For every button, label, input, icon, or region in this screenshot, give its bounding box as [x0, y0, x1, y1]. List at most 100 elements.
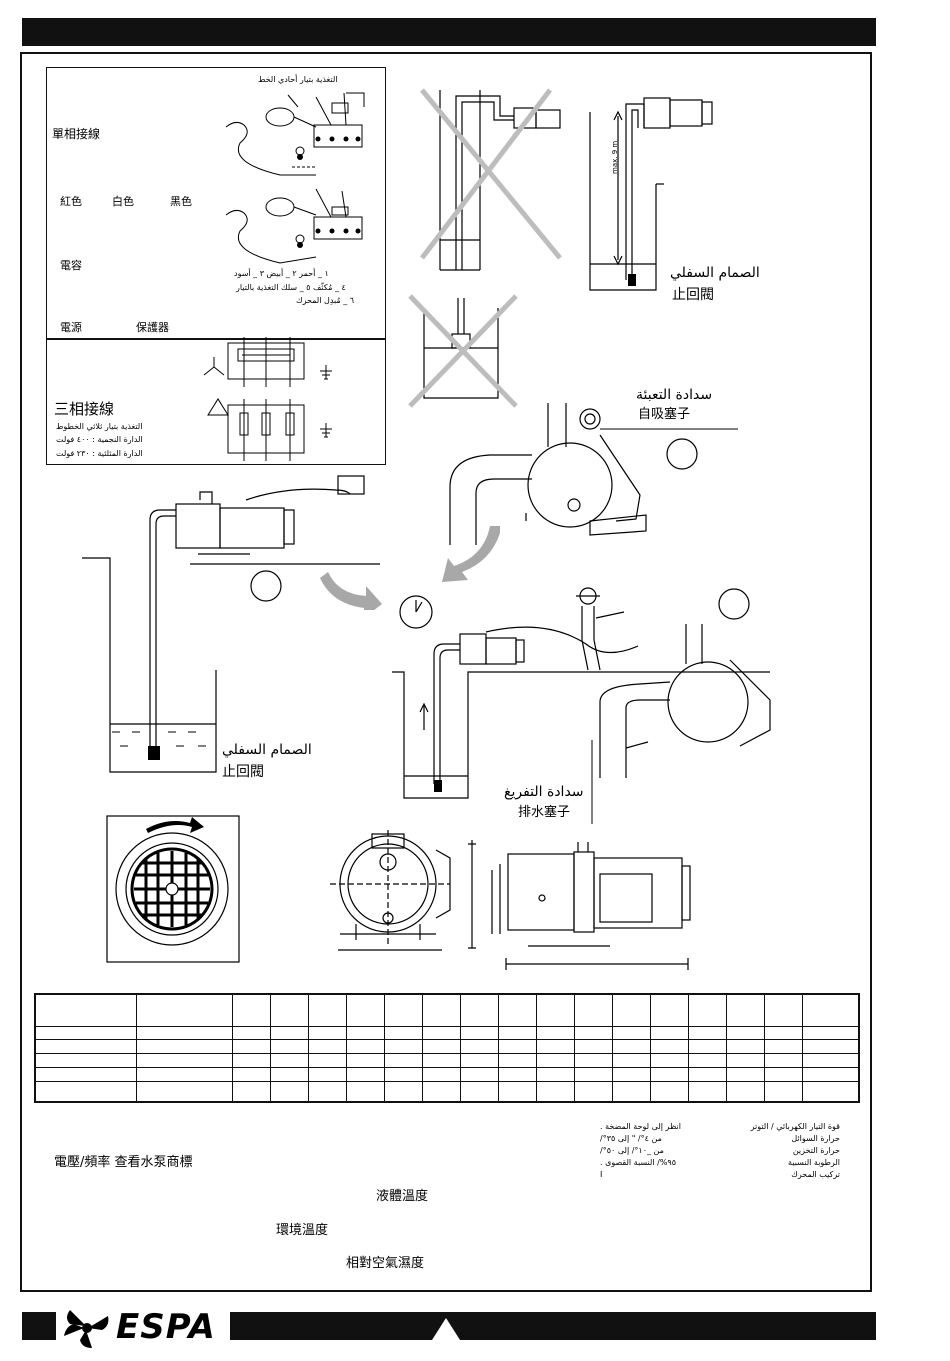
spec-cell [34, 1025, 137, 1041]
liquid-temp-zh: 液體溫度 [376, 1189, 429, 1204]
spec-cell [459, 1025, 499, 1041]
spec-cell [573, 1080, 613, 1103]
spec-cell [611, 1080, 651, 1103]
spec-cell [763, 1039, 803, 1055]
brand-name: ESPA [116, 1307, 216, 1347]
spec-cell [34, 993, 137, 1027]
installation-wrong-diagrams [408, 88, 713, 408]
mono-power-ar: التغذية بتيار أحادي الخط [258, 75, 338, 84]
legend-ar-3: ٦ _ مُبدِل المحرك [296, 296, 355, 305]
arabic-spec-list: قوة التيار الكهربائي / التوتر انظر إلى ل… [600, 1121, 840, 1181]
fill-plug-line [600, 428, 738, 470]
spec-value: ٩٥%/ النسبة القصوى . [600, 1158, 677, 1167]
spec-cell [535, 993, 575, 1027]
spec-cell [421, 1080, 461, 1103]
spec-cell [611, 993, 651, 1027]
spec-value: من ٤°/ " إلى ٣٥°/ [600, 1134, 662, 1143]
spec-cell [421, 1039, 461, 1055]
spec-cell [801, 993, 860, 1027]
spec-label: تركيب المحرك [791, 1170, 840, 1179]
spec-label: قوة التيار الكهربائي / التوتر [750, 1122, 840, 1131]
spec-cell [687, 1080, 727, 1103]
spec-cell [383, 993, 423, 1027]
spec-row: حرارة السوائل من ٤°/ " إلى ٣٥°/ [600, 1133, 840, 1145]
spec-cell [611, 1039, 651, 1055]
spec-cell [459, 993, 499, 1027]
spec-cell [383, 1080, 423, 1103]
spec-cell [611, 1025, 651, 1041]
foot-valve-zh-left: 止回閥 [222, 764, 264, 780]
spec-cell [307, 1066, 347, 1082]
spec-cell [136, 1039, 233, 1055]
spec-value: I [600, 1170, 603, 1179]
spec-cell [725, 1053, 765, 1068]
wiring-diagram-box [46, 67, 386, 465]
color-white: 白色 [112, 195, 134, 208]
spec-label: الرطوبة النسبية [788, 1158, 840, 1167]
spec-cell [345, 1039, 385, 1055]
spec-cell [136, 1066, 233, 1082]
spec-cell [459, 1053, 499, 1068]
spec-cell [345, 1053, 385, 1068]
spec-cell [136, 1025, 233, 1041]
spec-cell [649, 1053, 689, 1068]
humidity-zh: 相對空氣濕度 [346, 1256, 425, 1271]
spec-label: حرارة السوائل [791, 1134, 840, 1143]
sequence-arrows [320, 526, 500, 610]
spec-label: حرارة التخزين [792, 1146, 840, 1155]
drain-plug-line [591, 740, 593, 824]
spec-cell [421, 1066, 461, 1082]
delta-voltage-ar: الدارة المثلثية : ٢٣٠ فولت [56, 449, 143, 458]
star-voltage-ar: الدارة النجمية : ٤٠٠ فولت [56, 435, 143, 444]
spec-cell [725, 1080, 765, 1103]
dimension-drawings [330, 830, 691, 970]
warning-triangle-icon [432, 1318, 460, 1340]
footer-left-block [22, 1312, 56, 1340]
spec-cell [269, 1025, 309, 1041]
spec-cell [687, 1066, 727, 1082]
spec-cell [136, 1053, 233, 1068]
spec-cell [136, 993, 233, 1027]
tri-power-ar: التغذية بتيار ثلاثي الخطوط [56, 422, 143, 431]
spec-cell [307, 993, 347, 1027]
page-frame [20, 52, 872, 1292]
spec-cell [459, 1066, 499, 1082]
fill-plug-ar: سدادة التعبئة [636, 387, 713, 403]
spec-cell [307, 1039, 347, 1055]
tri-title: 三相接線 [54, 400, 115, 418]
spec-row: حرارة التخزين من _١٠°/ إلى ٥٠°/ [600, 1145, 840, 1157]
legend-ar-2: ٤ _ مُكثّف ٥ _ سلك التغذية بالتيار [236, 283, 346, 292]
spec-cell [345, 993, 385, 1027]
spec-cell [383, 1025, 423, 1041]
spec-cell [573, 1053, 613, 1068]
spec-cell [649, 1066, 689, 1082]
spec-cell [307, 1053, 347, 1068]
spec-cell [421, 1025, 461, 1041]
spec-cell [383, 1066, 423, 1082]
spec-table [34, 993, 860, 1103]
wiring-divider [46, 338, 386, 340]
spec-cell [801, 1066, 860, 1082]
foot-valve-ar-top: الصمام السفلي [670, 265, 760, 281]
spec-cell [725, 1039, 765, 1055]
spec-cell [801, 1053, 860, 1068]
spec-cell [801, 1039, 860, 1055]
spec-cell [269, 1066, 309, 1082]
color-red: 紅色 [60, 195, 82, 208]
spec-cell [497, 993, 537, 1027]
spec-cell [232, 1066, 271, 1082]
espa-logo-icon [64, 1310, 109, 1348]
spec-cell [801, 1025, 860, 1041]
spec-cell [307, 1025, 347, 1041]
spec-cell [763, 993, 803, 1027]
spec-cell [763, 1066, 803, 1082]
capacitor-label: 電容 [60, 259, 82, 272]
drain-plug-ar: سدادة التفريغ [504, 784, 584, 800]
spec-cell [725, 993, 765, 1027]
spec-cell [573, 993, 613, 1027]
spec-cell [763, 1080, 803, 1103]
spec-cell [725, 1025, 765, 1041]
spec-cell [383, 1039, 423, 1055]
spec-value: انظر إلى لوحة المضخة . [600, 1122, 681, 1131]
spec-cell [535, 1039, 575, 1055]
